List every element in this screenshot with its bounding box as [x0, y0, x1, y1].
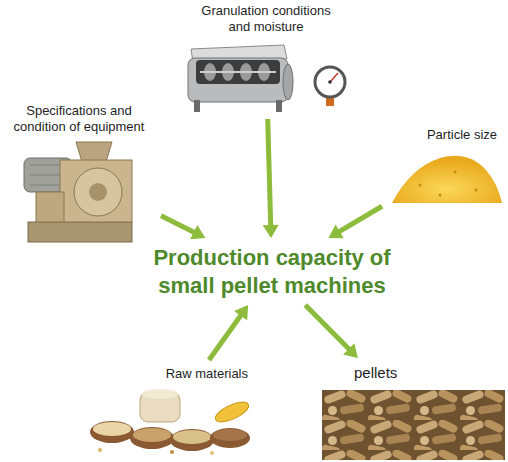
node-label: Granulation conditions and moisture — [191, 3, 341, 34]
arrow-connector — [161, 216, 205, 240]
mixer-machine — [188, 45, 293, 112]
arrow-connector — [263, 119, 279, 238]
factor-node: Specifications and condition of equipmen… — [3, 103, 155, 246]
arrow-connector — [328, 206, 382, 238]
central-title: Production capacity of small pellet mach… — [130, 244, 414, 299]
factor-node: Raw materials — [88, 366, 256, 458]
arrow-head — [328, 224, 343, 238]
pressure-gauge — [315, 67, 345, 106]
factor-node: Particle size — [388, 127, 505, 209]
node-label: pellets — [354, 364, 506, 382]
arrow-connector — [209, 305, 248, 360]
node-label: Specifications and condition of equipmen… — [4, 103, 154, 134]
factor-node: Granulation conditions and moisture — [180, 3, 352, 113]
arrow-connector — [305, 305, 358, 358]
output-node: pellets — [318, 364, 506, 461]
grain-bowls — [90, 389, 251, 455]
pellets-photo — [322, 390, 505, 460]
arrow-head — [263, 225, 279, 238]
node-label: Raw materials — [88, 366, 248, 382]
arrow-head — [343, 343, 358, 358]
arrow-shaft — [305, 305, 350, 350]
node-label: Particle size — [388, 127, 497, 143]
arrow-shaft — [209, 314, 242, 360]
arrow-shaft — [268, 119, 271, 227]
arrow-head — [190, 225, 205, 239]
pellet-mill — [24, 142, 132, 242]
powder-pile — [392, 156, 502, 203]
arrow-shaft — [338, 206, 382, 232]
arrow-head — [234, 305, 248, 320]
title-text: Production capacity of small pellet mach… — [130, 244, 414, 299]
arrow-shaft — [161, 216, 196, 233]
